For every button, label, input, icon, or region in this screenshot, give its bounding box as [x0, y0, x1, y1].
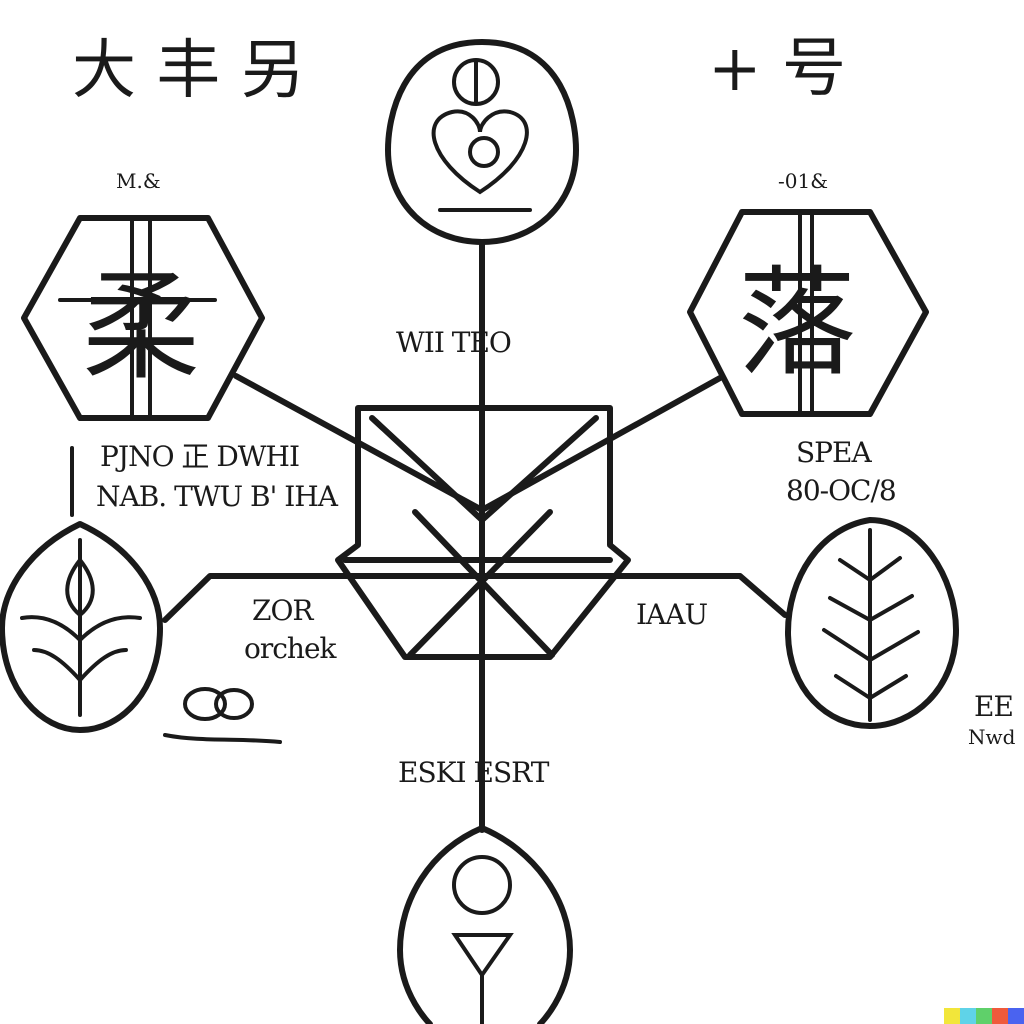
right-hexagon-glyph: 落 [738, 254, 856, 392]
bottom-drop-outline [397, 825, 573, 1024]
label-right-block-line1: SPEA [796, 436, 872, 469]
central-shape [335, 405, 631, 660]
label-mid-left-line2: orchek [244, 632, 338, 665]
label-far-right-line1: EE [974, 690, 1013, 723]
label-bottom-center: ESKI ESRT [398, 756, 550, 789]
left-hexagon-glyph: 柔 [82, 258, 200, 396]
watermark-swatch-red [992, 1008, 1008, 1024]
right-tree-outline [785, 517, 959, 729]
color-watermark [944, 1008, 1024, 1024]
left-leaf-node [0, 521, 163, 733]
heading-right: + 号 [708, 32, 846, 106]
scribble-mark [163, 687, 282, 744]
label-left-block-line1: PJNO 正 DWHI [100, 440, 299, 473]
label-left-block-line2: NAB. TWU B' IHA [96, 480, 339, 513]
scribble-tail [163, 733, 282, 744]
bottom-ring-icon [452, 855, 512, 915]
watermark-swatch-green [976, 1008, 992, 1024]
label-right-block-line2: 80-OC/8 [786, 474, 896, 507]
right-hexagon-outline [687, 209, 929, 417]
top-node [385, 39, 579, 245]
bottom-diamond-icon [451, 933, 514, 979]
left-hexagon-node: 柔 [21, 215, 265, 421]
right-tree-node [785, 517, 959, 729]
label-center-top: WII TEO [396, 326, 511, 359]
watermark-swatch-blue [1008, 1008, 1024, 1024]
scribble-ring-2 [214, 688, 254, 720]
leaf-icon [20, 538, 142, 717]
label-mid-left-line1: ZOR [252, 594, 314, 627]
left-leaf-outline [0, 521, 163, 733]
heading-left: 大 丰 另 [72, 34, 305, 108]
tree-icon [822, 528, 920, 722]
right-hexagon-node: 落 [687, 209, 929, 417]
label-top-left-small: M.& [116, 169, 161, 193]
heart-icon [431, 109, 529, 195]
central-cross-2 [412, 509, 555, 658]
label-mid-right: IAAU [636, 598, 708, 631]
left-hexagon-outline [21, 215, 265, 421]
label-far-right-line2: Nwd [968, 725, 1016, 749]
scribble-ring-1 [183, 687, 227, 721]
watermark-swatch-yellow [944, 1008, 960, 1024]
central-inner-v [369, 415, 599, 523]
bottom-node [397, 825, 573, 1024]
top-egg-outline [385, 39, 579, 245]
top-heart-dot [468, 136, 500, 168]
label-top-right-small: -01& [778, 169, 828, 193]
watermark-swatch-cyan [960, 1008, 976, 1024]
